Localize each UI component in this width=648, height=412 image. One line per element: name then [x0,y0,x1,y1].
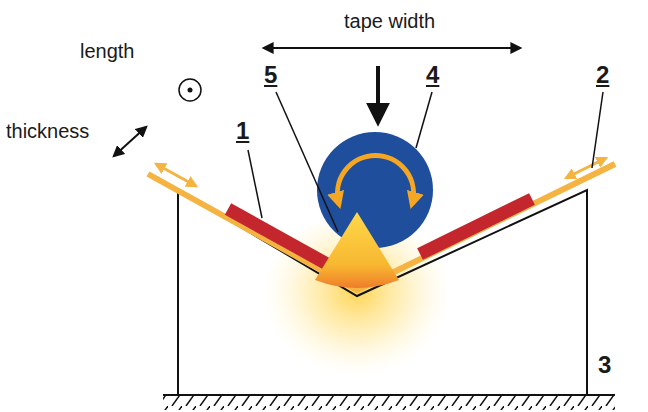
callout-number: 2 [596,62,609,88]
leader-line [248,150,262,218]
placed-tape-right [420,199,532,254]
callout-number: 3 [598,352,611,378]
leader-line [416,92,432,148]
callout-number: 1 [236,118,249,144]
thickness-arrow [114,127,146,156]
rotation-arrow [338,155,414,204]
tape-motion-arrow [156,164,196,186]
out-of-plane-symbol [179,79,201,101]
dimension-label: length [80,40,135,62]
placed-tape-left [228,209,336,269]
leader-line [592,92,603,168]
heating-zone [315,212,399,288]
dimension-label: thickness [6,120,89,142]
callout-number: 4 [426,62,439,88]
ground-hatch [163,396,615,410]
ground-line [163,394,615,396]
compaction-roller [317,132,433,248]
leader-line [276,92,338,232]
tape-motion-arrow [566,158,606,178]
out-of-plane-dot [188,88,193,93]
callout-number: 5 [264,62,277,88]
force-arrow [376,66,380,122]
dimension-label: tape width [344,10,435,32]
width-arrow [264,47,520,49]
